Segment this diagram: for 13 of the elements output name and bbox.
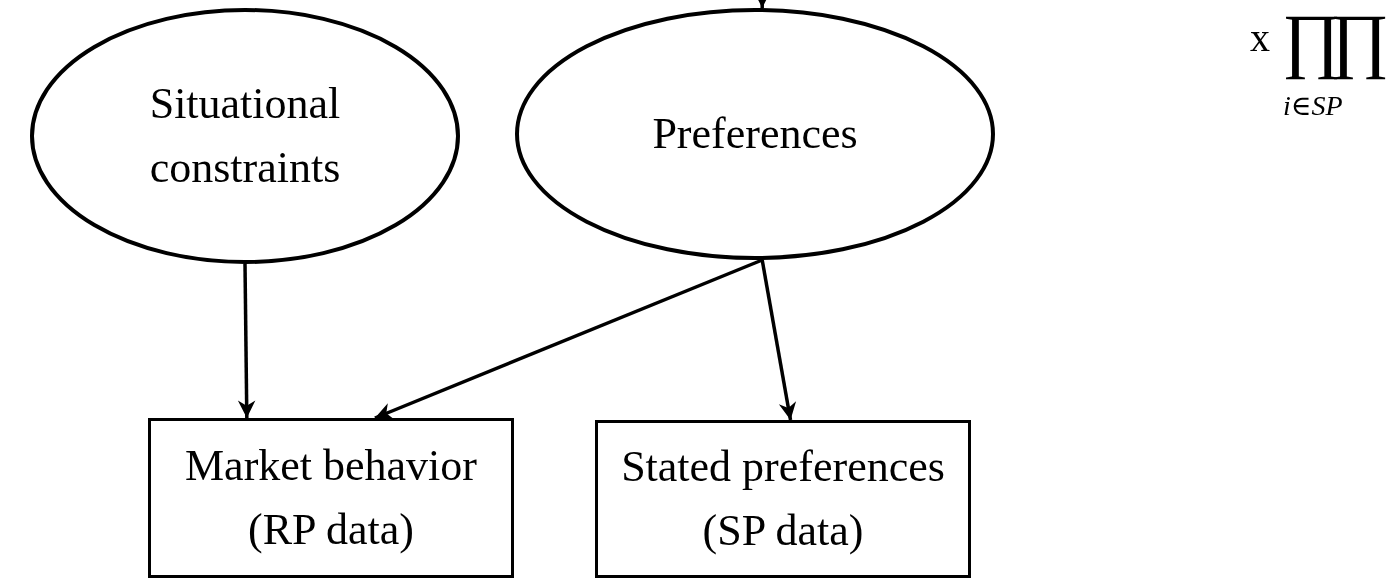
arrow bbox=[237, 263, 256, 418]
process-box bbox=[148, 418, 514, 578]
node-label: Market behavior (RP data) bbox=[184, 440, 478, 556]
node-label: Situational constraints bbox=[148, 78, 342, 194]
node-label: Preferences bbox=[652, 108, 858, 161]
arrow bbox=[760, 259, 797, 421]
process-box bbox=[595, 420, 971, 578]
ellipse-node bbox=[515, 8, 995, 260]
formula-text: x bbox=[1250, 18, 1270, 58]
node-label: Stated preferences (SP data) bbox=[620, 441, 946, 557]
formula-text: i∈SP bbox=[1283, 92, 1343, 120]
arrow bbox=[374, 258, 763, 420]
ellipse-node bbox=[30, 8, 460, 264]
